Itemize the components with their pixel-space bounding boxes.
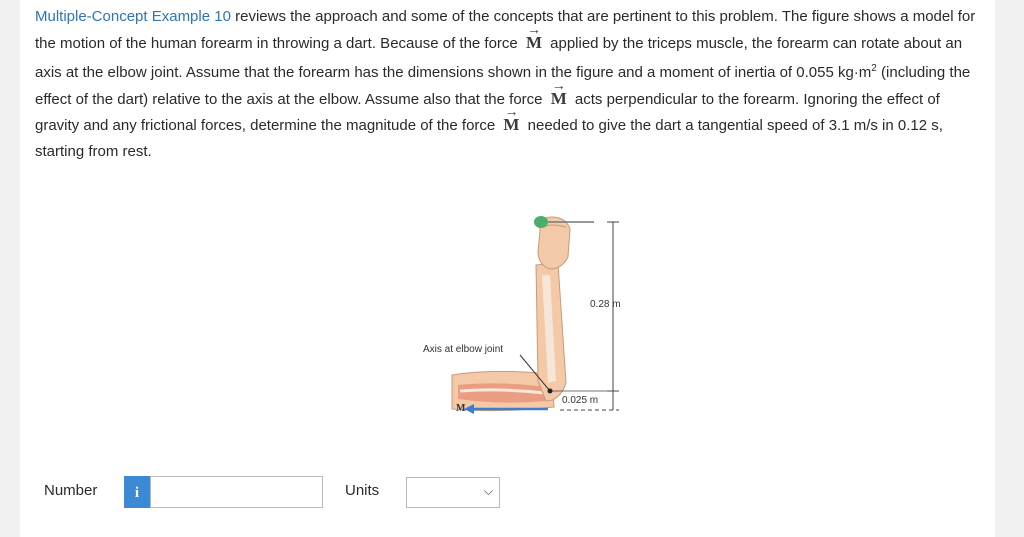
info-icon[interactable]: i (124, 476, 150, 508)
units-label: Units (345, 482, 380, 499)
short-length-label: 0.025 m (562, 395, 599, 406)
problem-statement: Multiple-Concept Example 10 reviews the … (35, 4, 985, 164)
answer-row: Number i Units ⌵ (20, 474, 995, 510)
forearm-illustration (451, 216, 619, 414)
axis-label: Axis at elbow joint (423, 344, 504, 355)
force-vector-symbol: M (522, 30, 546, 56)
units-dropdown[interactable]: ⌵ (406, 477, 500, 508)
force-vector-symbol: M (499, 112, 523, 138)
question-card: Multiple-Concept Example 10 reviews the … (20, 0, 995, 537)
chevron-down-icon: ⌵ (483, 484, 493, 498)
force-vector-symbol: M (547, 86, 571, 112)
number-input[interactable] (150, 476, 323, 508)
number-label: Number (44, 482, 98, 499)
example-link[interactable]: Multiple-Concept Example 10 (35, 8, 231, 25)
force-label: M (456, 403, 466, 414)
forearm-figure: Axis at elbow joint 0.28 m 0.025 m M (400, 205, 640, 445)
length-label: 0.28 m (590, 299, 621, 310)
